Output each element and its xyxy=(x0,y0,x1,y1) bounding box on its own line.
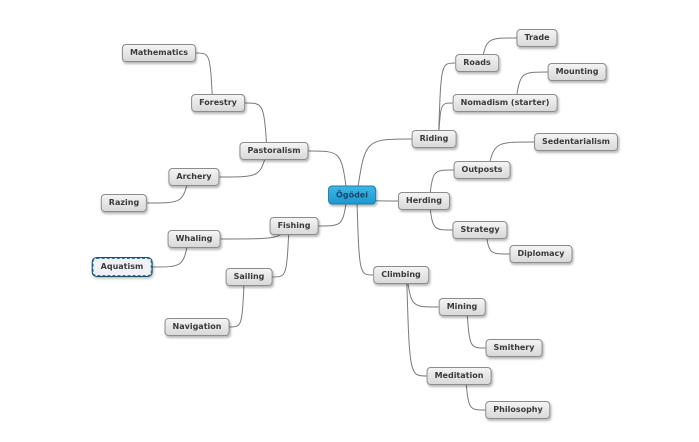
node-forestry[interactable]: Forestry xyxy=(191,94,245,112)
node-fishing[interactable]: Fishing xyxy=(269,217,319,235)
edge-fishing-sailing xyxy=(272,225,290,278)
node-pastoralism[interactable]: Pastoralism xyxy=(239,142,309,160)
edge-riding-roads xyxy=(438,62,456,140)
node-climbing[interactable]: Climbing xyxy=(373,266,429,284)
edge-climbing-meditation xyxy=(406,274,427,377)
node-mathematics[interactable]: Mathematics xyxy=(121,44,197,62)
node-navigation[interactable]: Navigation xyxy=(164,318,230,336)
node-roads[interactable]: Roads xyxy=(455,54,499,72)
node-sedentarialism[interactable]: Sedentarialism xyxy=(534,133,618,151)
node-razing[interactable]: Razing xyxy=(100,194,148,212)
node-philosophy[interactable]: Philosophy xyxy=(485,401,551,419)
node-strategy[interactable]: Strategy xyxy=(452,221,508,239)
edge-pastoralism-forestry xyxy=(244,102,268,152)
node-ogodei[interactable]: Ögödei xyxy=(328,185,376,205)
node-whaling[interactable]: Whaling xyxy=(167,230,221,248)
node-aquatism[interactable]: Aquatism xyxy=(92,258,152,276)
edge-ogodei-riding xyxy=(356,138,412,196)
node-herding[interactable]: Herding xyxy=(398,192,450,210)
node-diplomacy[interactable]: Diplomacy xyxy=(509,245,573,263)
node-trade[interactable]: Trade xyxy=(516,29,558,47)
node-sailing[interactable]: Sailing xyxy=(225,268,273,286)
node-mining[interactable]: Mining xyxy=(438,298,486,316)
edge-sailing-navigation xyxy=(229,276,245,328)
edge-ogodei-climbing xyxy=(356,194,374,276)
node-riding[interactable]: Riding xyxy=(411,130,457,148)
node-meditation[interactable]: Meditation xyxy=(426,367,492,385)
node-smithery[interactable]: Smithery xyxy=(485,339,543,357)
edge-mining-smithery xyxy=(466,306,486,349)
node-outposts[interactable]: Outposts xyxy=(453,161,511,179)
edge-forestry-mathematics xyxy=(195,52,214,104)
edge-ogodei-pastoralism xyxy=(308,150,348,196)
node-mounting[interactable]: Mounting xyxy=(547,63,607,81)
node-nomadism[interactable]: Nomadism (starter) xyxy=(452,94,558,112)
node-archery[interactable]: Archery xyxy=(168,168,220,186)
